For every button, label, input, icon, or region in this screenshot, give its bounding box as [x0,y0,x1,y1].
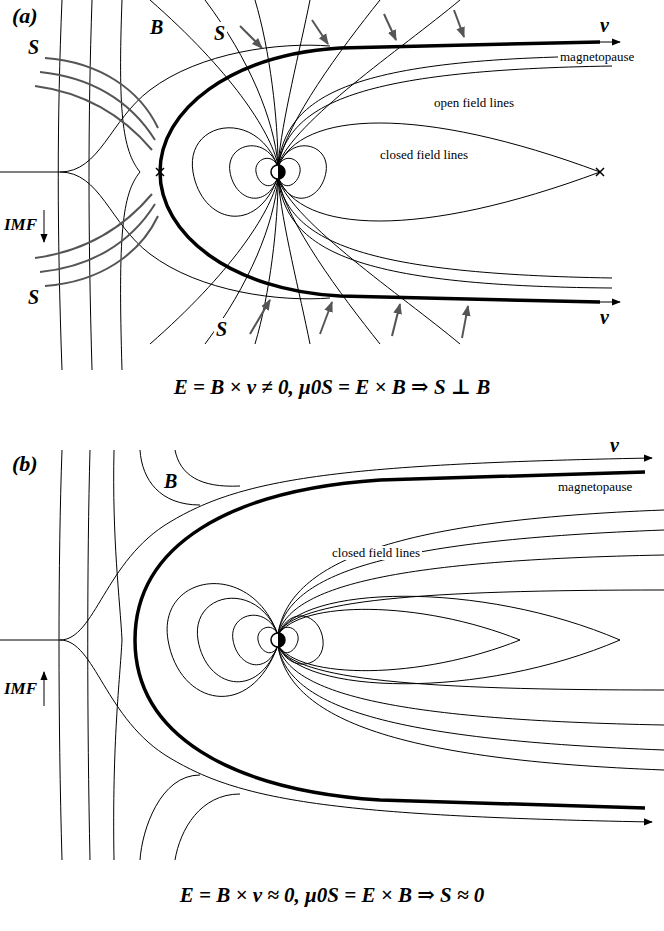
velocity-symbol: v [598,306,611,328]
closed-field-line [278,590,664,634]
poynting-line [45,58,158,128]
closed-field-lines [192,123,600,221]
poynting-line [45,216,158,286]
region-label: magnetopause [558,50,636,64]
imf-lines [58,0,140,370]
imf-line [121,0,140,370]
earth-circle [271,165,285,179]
imf-line [140,450,200,505]
closed-field-line [192,128,278,216]
solar-wind-streamline [0,458,652,822]
earth-circle [271,633,285,647]
magnetopause-line [160,172,600,302]
imf-line [175,794,240,860]
flow-arrow [596,42,620,43]
region-label: closed field lines [378,148,470,162]
open-field-line [278,56,612,166]
magnetopause [160,42,620,302]
imf-label: IMF [2,216,39,235]
closed-field-line [278,123,600,221]
panel-letter: (b) [10,452,40,476]
x-point [156,168,164,176]
imf-lines [59,450,240,860]
poynting-arrow [240,26,262,48]
region-label: open field lines [432,96,516,110]
imf-label: IMF [2,680,39,699]
earth [271,633,285,647]
poynting-symbol: S [214,318,229,340]
flow-arrow [596,302,620,303]
field-symbol: B [148,16,165,38]
poynting-line [35,194,152,258]
region-label: magnetopause [556,480,634,494]
earth-night [278,165,285,179]
poynting-arrow [250,300,270,334]
open-field-line [150,0,278,165]
closed-field-line [278,510,664,634]
earth [271,165,285,179]
equation: E = B × v ≈ 0, μ0S = E × B ⇒ S ≈ 0 [0,884,664,907]
poynting-arrow [392,304,400,336]
open-field-line [278,178,612,288]
equation: E = B × v ≠ 0, μ0S = E × B ⇒ S ⊥ B [0,376,664,399]
earth-night [278,633,285,647]
closed-field-line [278,555,664,634]
magnetopause-line [135,640,645,808]
x-point [596,168,604,176]
poynting-symbol: S [212,22,227,44]
region-label: closed field lines [330,546,422,560]
streamline [60,640,652,822]
poynting-symbol: S [26,286,41,308]
closed-field-line [278,530,664,634]
open-field-line [278,179,460,344]
poynting-lines [35,58,158,286]
solar-wind-streamline [0,45,330,299]
open-field-lines [150,0,612,344]
magnetopause-line [160,42,600,172]
imf-arrow [44,210,45,242]
imf-line [175,450,240,486]
open-field-line [255,0,278,165]
closed-field-line [278,646,664,725]
closed-field-line [167,584,278,697]
panel-letter: (a) [10,4,40,28]
closed-field-line [278,616,323,664]
poynting-arrow [320,302,332,334]
closed-field-line [278,646,664,690]
imf-line [59,450,62,860]
closed-field-line [278,646,664,770]
poynting-arrow [462,306,468,338]
closed-field-lines [167,510,664,770]
closed-field-line [278,609,520,670]
field-symbol: B [162,470,179,492]
poynting-arrows [240,10,468,338]
streamline [0,458,652,640]
closed-field-line [278,596,620,684]
magnetopause-line [135,472,645,640]
velocity-symbol: v [598,14,611,36]
streamline [60,172,330,299]
imf-line [140,775,200,860]
poynting-arrow [384,14,396,40]
velocity-symbol: v [608,434,621,456]
imf-line [114,450,122,860]
poynting-arrow [454,10,464,37]
imf-line [88,450,90,860]
imf-arrow [44,672,45,706]
open-field-line [278,178,612,278]
closed-field-line [278,158,300,185]
poynting-arrow [312,20,328,44]
open-field-line [278,0,460,165]
magnetopause [135,472,645,808]
poynting-line [35,86,152,150]
open-field-line [150,179,278,344]
imf-line [58,0,62,370]
closed-field-line [278,646,664,750]
x-points [156,168,604,176]
poynting-symbol: S [26,36,41,58]
open-field-line [278,66,612,166]
